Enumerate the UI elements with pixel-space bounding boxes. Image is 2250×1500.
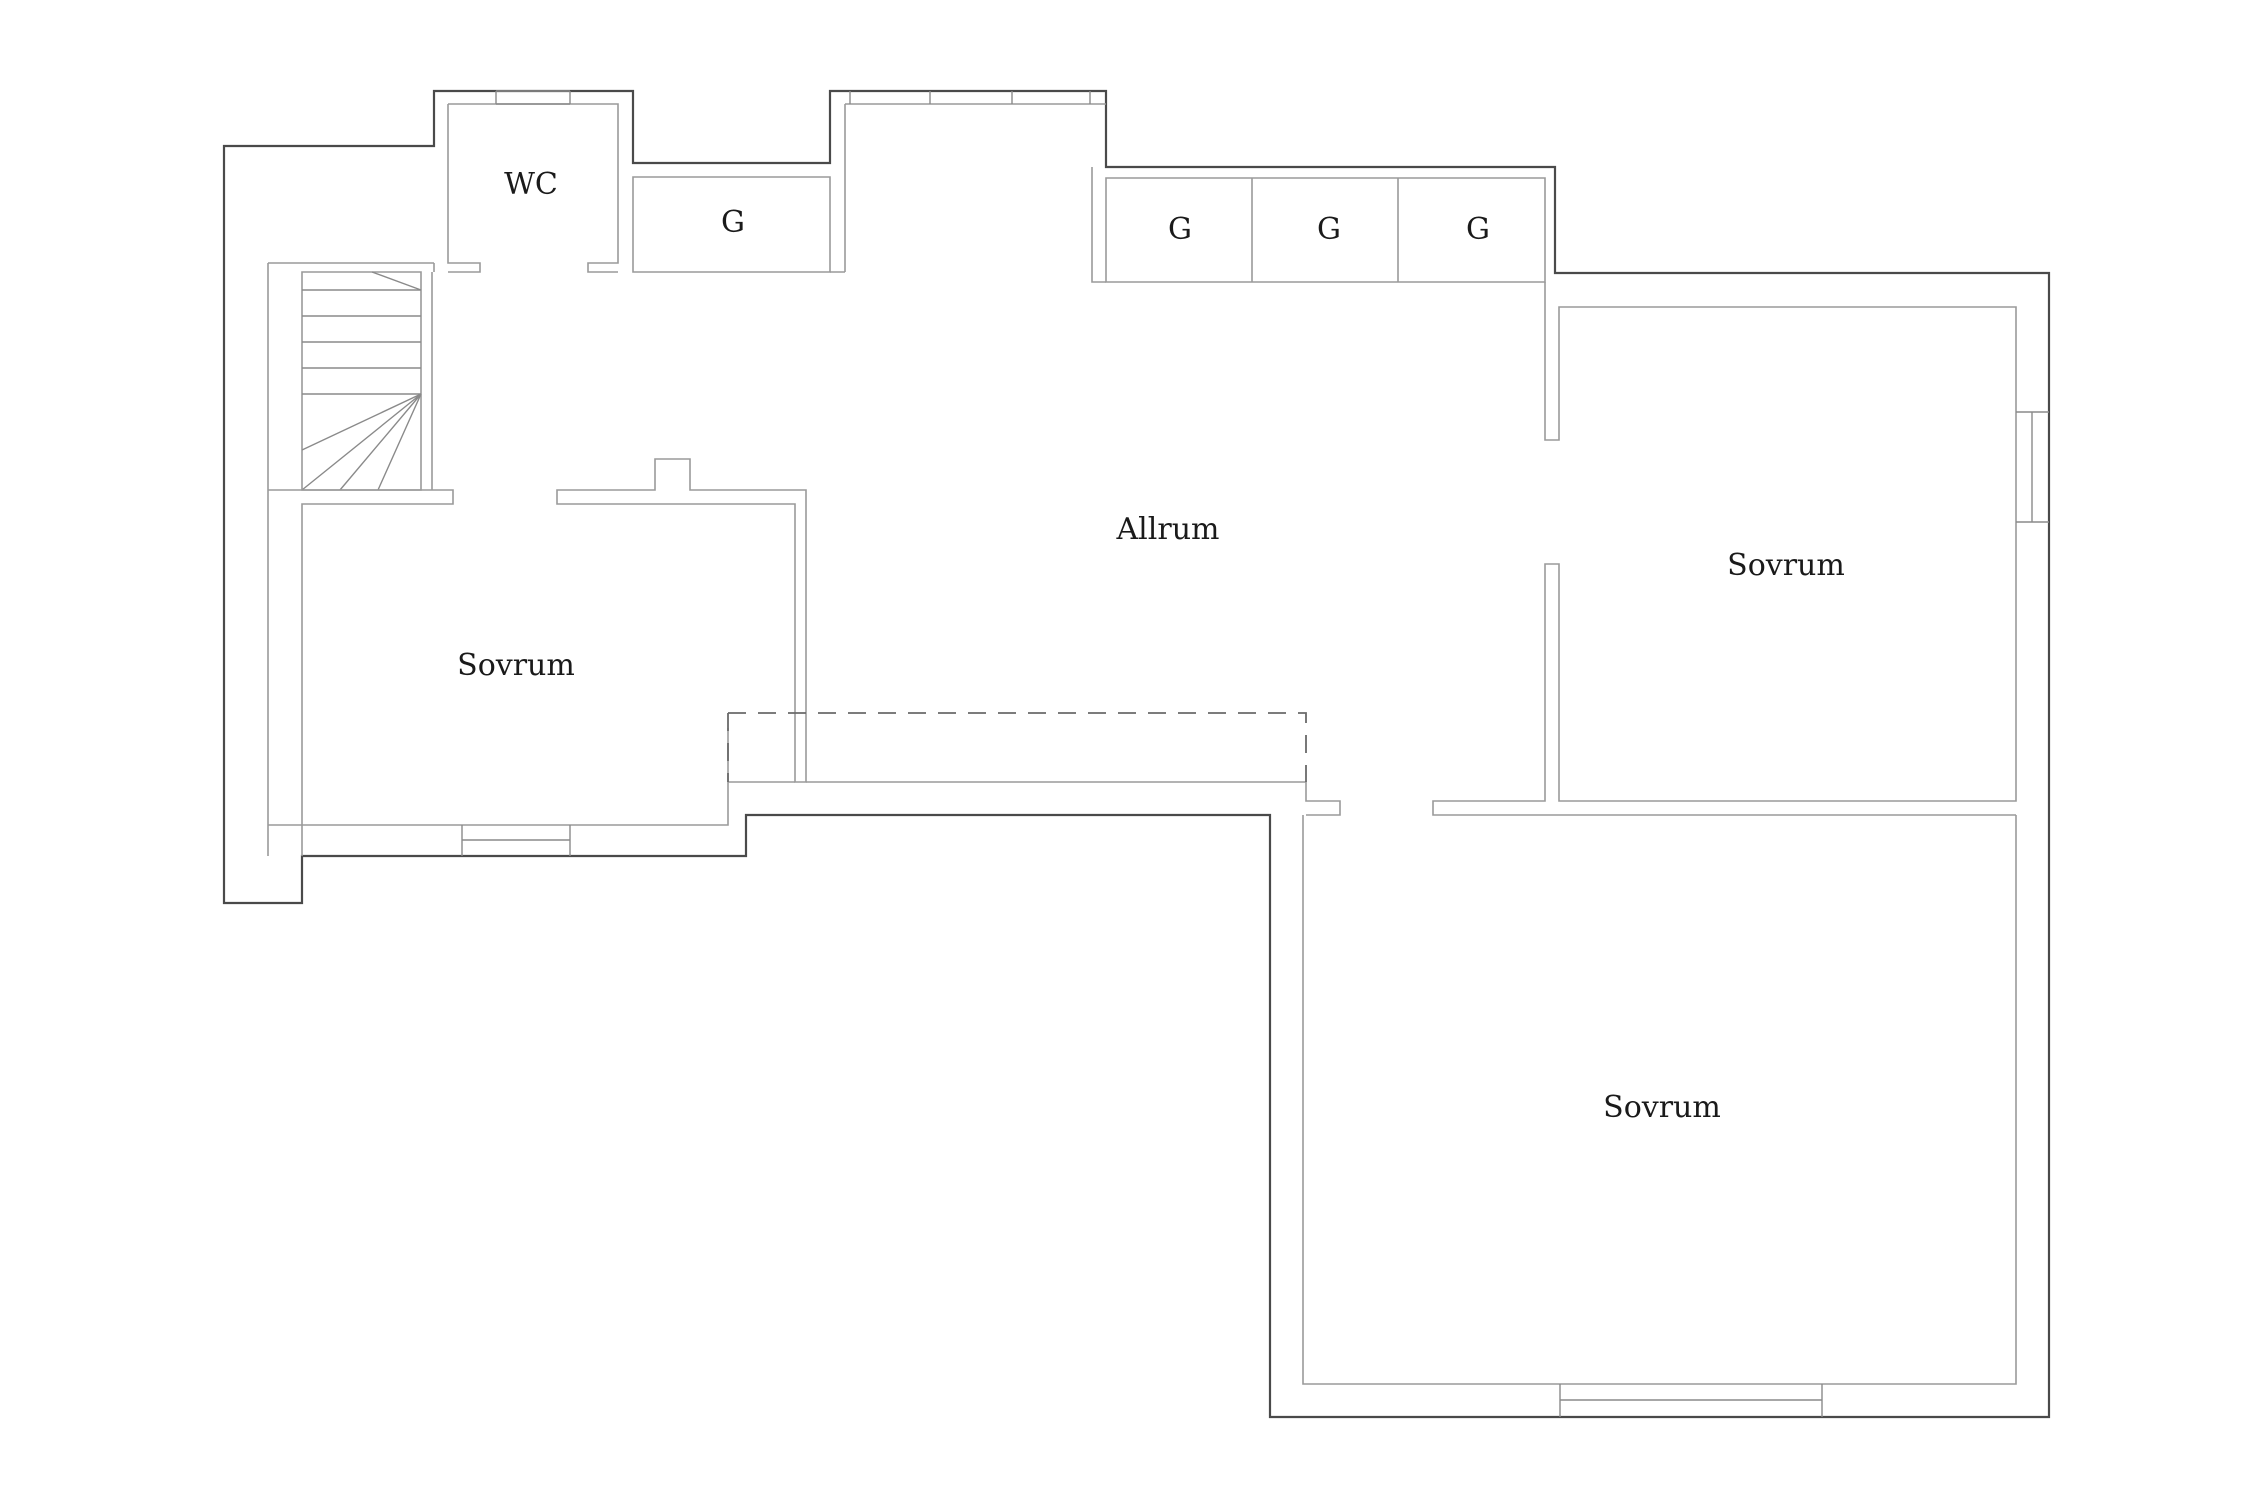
- label-wc: WC: [504, 167, 558, 202]
- bedroom-right-lower: [1302, 815, 2017, 1417]
- label-bedroom-right-lower: Sovrum: [1603, 1090, 1721, 1125]
- label-bedroom-right-upper: Sovrum: [1727, 548, 1845, 583]
- staircase: [301, 271, 433, 491]
- label-storage-3: G: [1317, 212, 1341, 247]
- living-room-walls: [727, 712, 1341, 816]
- exterior-walls: [222, 89, 2051, 1419]
- label-storage-2: G: [1168, 212, 1192, 247]
- bedroom-left: [268, 458, 807, 856]
- label-storage-4: G: [1466, 212, 1490, 247]
- label-living-room: Allrum: [1116, 512, 1220, 547]
- bedroom-right-upper: [1432, 282, 2049, 816]
- room-labels: WC G G G G Allrum Sovrum Sovrum Sovrum: [457, 167, 1845, 1125]
- storage-block-1: [632, 91, 1106, 273]
- label-storage-1: G: [721, 205, 745, 240]
- label-bedroom-left: Sovrum: [457, 648, 575, 683]
- wc-room: [433, 90, 619, 273]
